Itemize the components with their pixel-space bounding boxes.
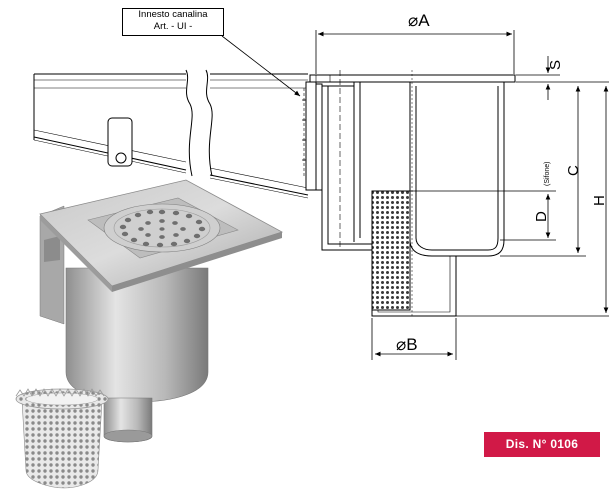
channel-profile bbox=[33, 69, 323, 199]
drain-section bbox=[309, 70, 516, 317]
callout-leader bbox=[221, 35, 301, 97]
callout-line-1: Innesto canalina bbox=[138, 9, 208, 20]
dim-label-h: H bbox=[591, 195, 608, 206]
dim-label-d: D bbox=[533, 211, 550, 222]
floor-drain-photo bbox=[39, 179, 284, 443]
strainer-basket-photo bbox=[15, 388, 109, 489]
dimension-lines bbox=[315, 30, 609, 360]
dim-label-s: S bbox=[547, 60, 564, 70]
dim-label-b: ⌀B bbox=[396, 335, 418, 354]
callout-line-2: Art. - UI - bbox=[153, 21, 193, 32]
dim-label-c: C bbox=[565, 165, 582, 176]
channel-connection-callout: Innesto canalina Art. - UI - bbox=[122, 8, 224, 36]
drawing-number-badge: Dis. N° 0106 bbox=[484, 432, 600, 457]
dimension-labels: ⌀A S C (Sifone) H D ⌀B bbox=[396, 11, 608, 354]
dim-label-a: ⌀A bbox=[408, 11, 430, 30]
dim-label-sifone: (Sifone) bbox=[544, 161, 551, 186]
